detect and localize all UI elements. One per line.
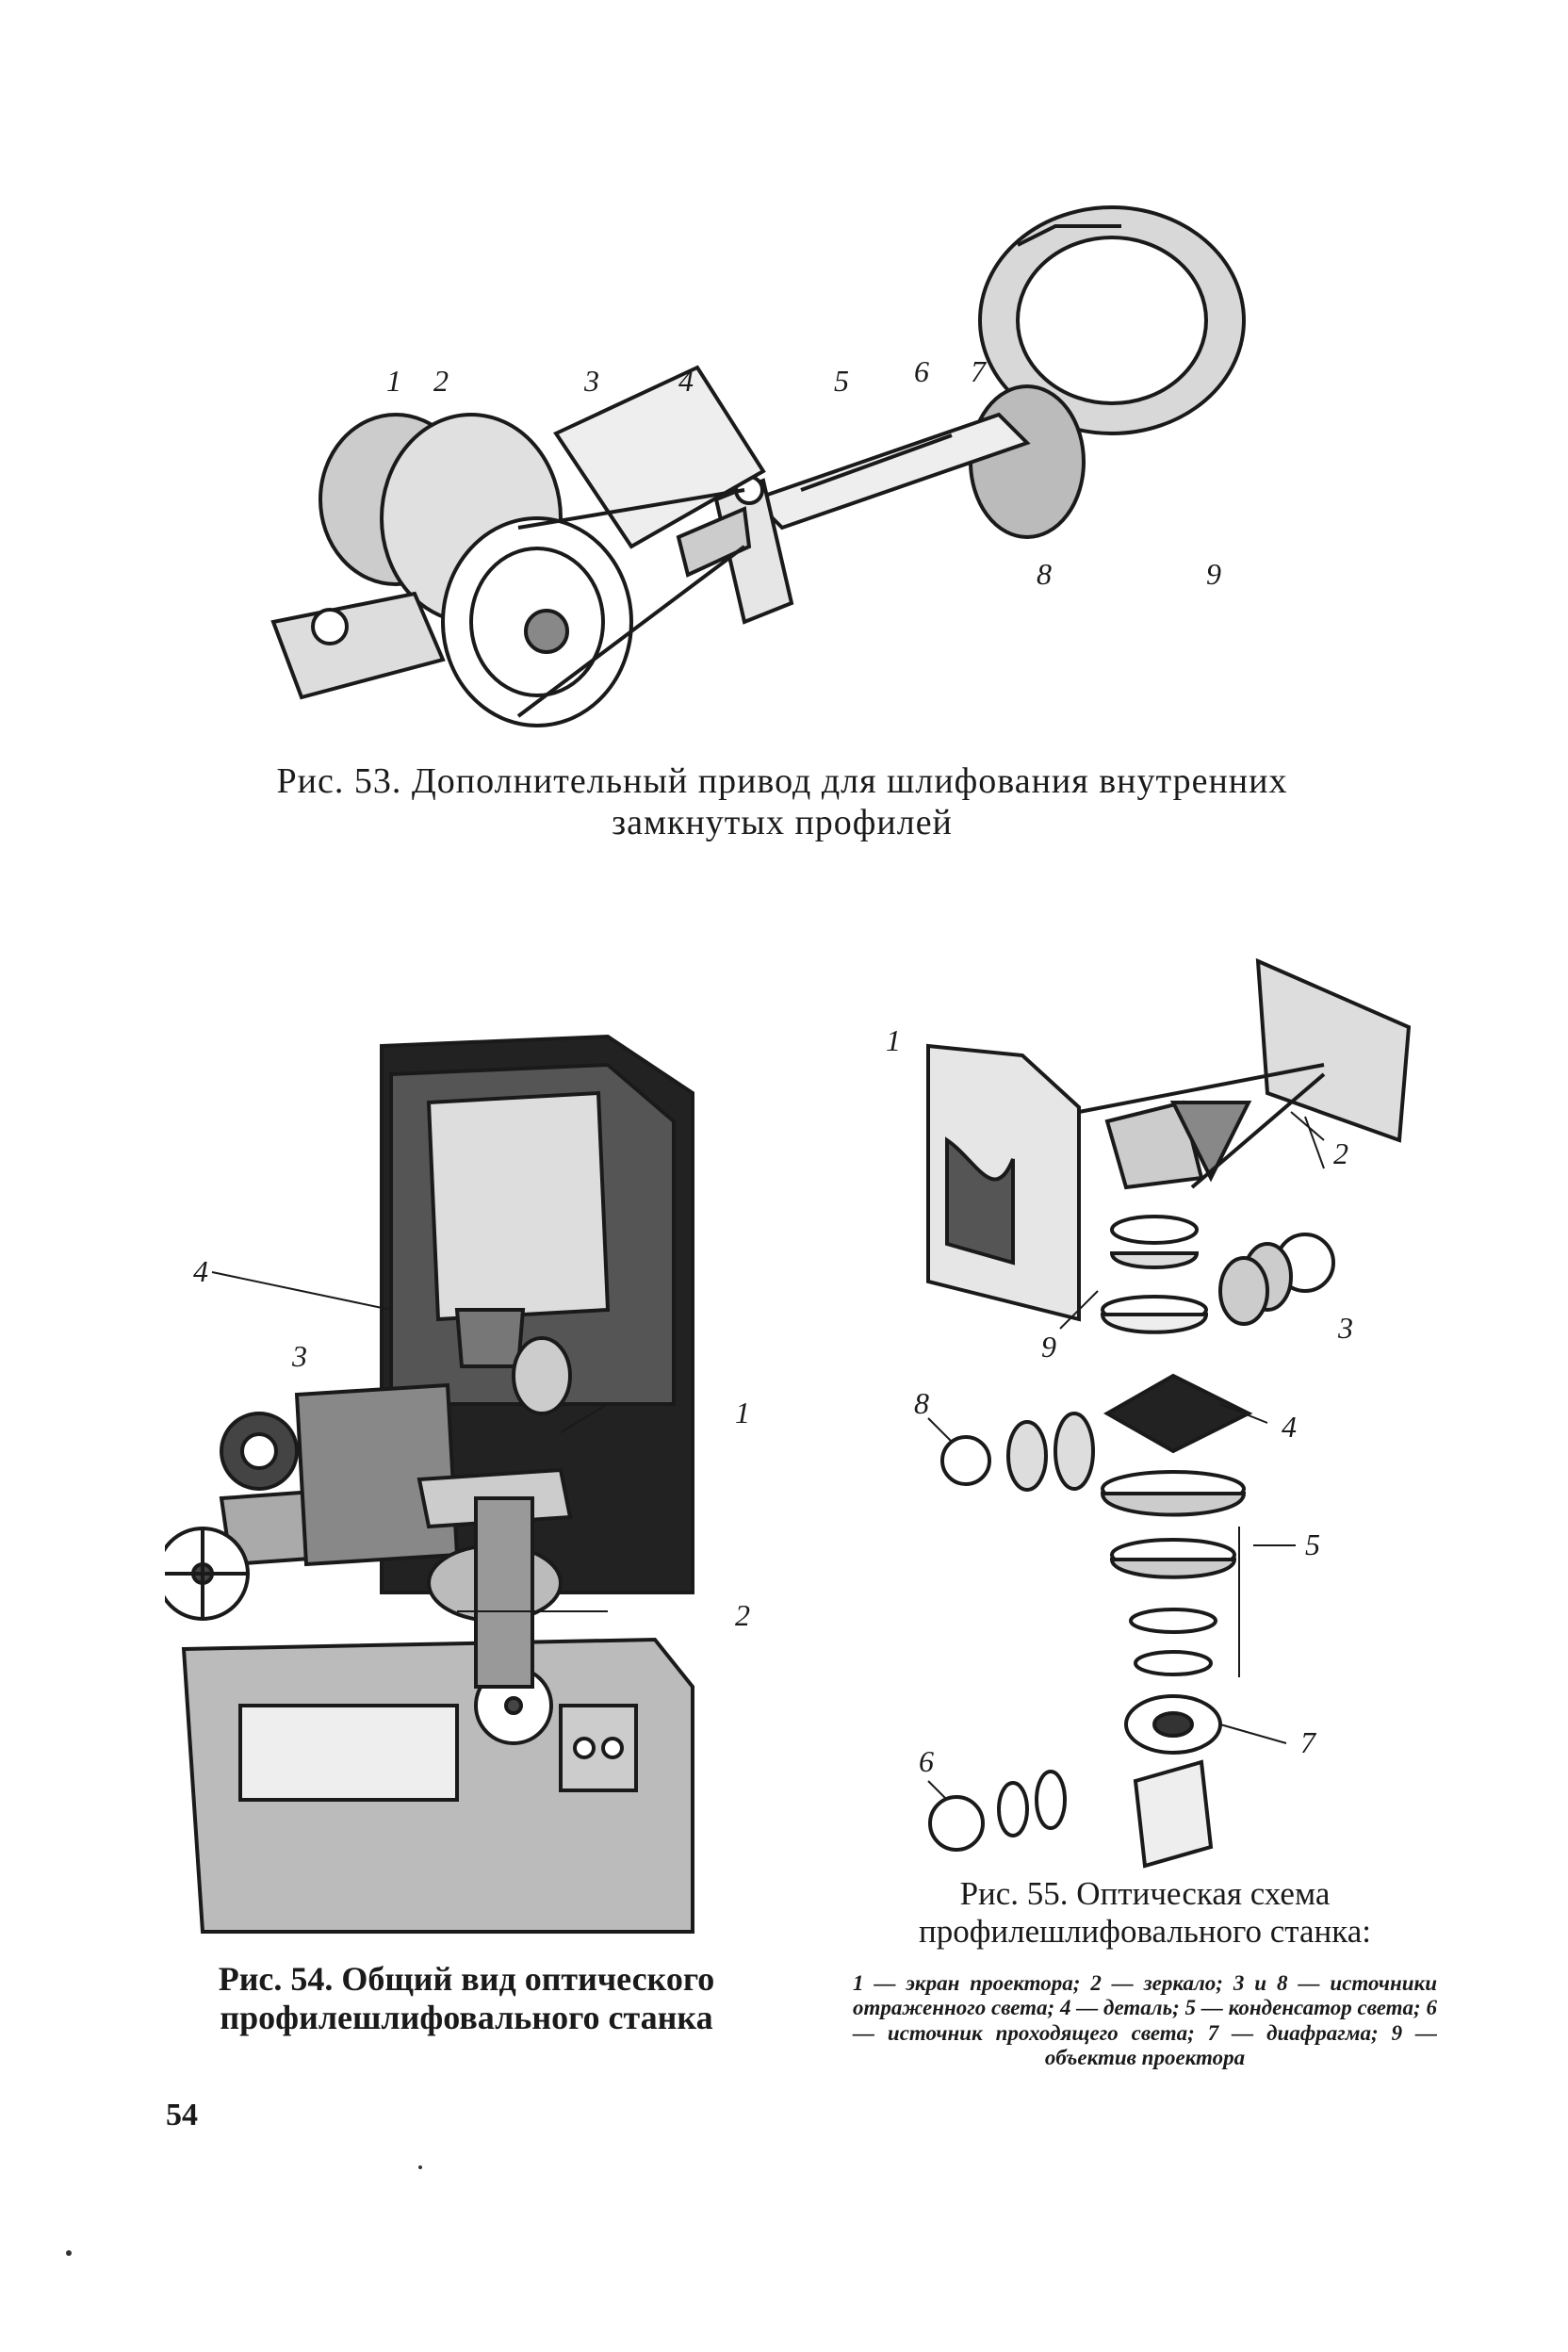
page-number: 54 <box>166 2098 198 2132</box>
fig55-label-4: 4 <box>1282 1410 1297 1444</box>
figure-53-drawing: 1 2 3 4 5 6 7 8 9 <box>236 188 1348 754</box>
fig53-label-2: 2 <box>433 364 449 398</box>
fig55-label-3: 3 <box>1337 1311 1353 1345</box>
scan-speck <box>418 2165 422 2169</box>
fig55-label-5: 5 <box>1305 1527 1320 1561</box>
figure-53-caption: Рис. 53. Дополнительный привод для шлифо… <box>217 761 1348 843</box>
fig54-label-4: 4 <box>193 1254 208 1288</box>
fig53-label-8: 8 <box>1037 557 1052 591</box>
fig53-label-7: 7 <box>971 354 988 388</box>
fig55-label-1: 1 <box>886 1023 901 1057</box>
fig53-label-4: 4 <box>678 364 694 398</box>
fig55-label-7: 7 <box>1300 1725 1317 1759</box>
fig54-label-1: 1 <box>735 1396 750 1429</box>
scan-speck <box>66 2250 72 2256</box>
fig55-label-8: 8 <box>914 1386 929 1420</box>
fig53-label-1: 1 <box>386 364 401 398</box>
fig54-label-3: 3 <box>291 1339 307 1373</box>
fig55-label-9: 9 <box>1041 1330 1056 1364</box>
figure-53-caption-line2: замкнутых профилей <box>612 802 953 842</box>
fig55-label-2: 2 <box>1333 1136 1348 1170</box>
figure-55-legend: 1 — экран проектора; 2 — зеркало; 3 и 8 … <box>853 1971 1437 2070</box>
figure-55-drawing: 1 2 3 4 5 6 7 8 9 <box>872 942 1437 1875</box>
fig53-label-5: 5 <box>834 364 849 398</box>
fig54-label-2: 2 <box>735 1598 750 1632</box>
fig53-label-6: 6 <box>914 354 929 388</box>
fig53-label-3: 3 <box>583 364 599 398</box>
figure-54-caption: Рис. 54. Общий вид оптического профилешл… <box>218 1960 715 2037</box>
figure-53-caption-line1: Рис. 53. Дополнительный привод для шлифо… <box>276 761 1288 801</box>
figure-55-caption: Рис. 55. Оптическая схема профилешлифова… <box>918 1875 1372 1951</box>
fig53-label-9: 9 <box>1206 557 1221 591</box>
fig55-label-6: 6 <box>919 1744 934 1778</box>
figure-54-drawing: 4 3 1 2 <box>165 1027 759 1941</box>
